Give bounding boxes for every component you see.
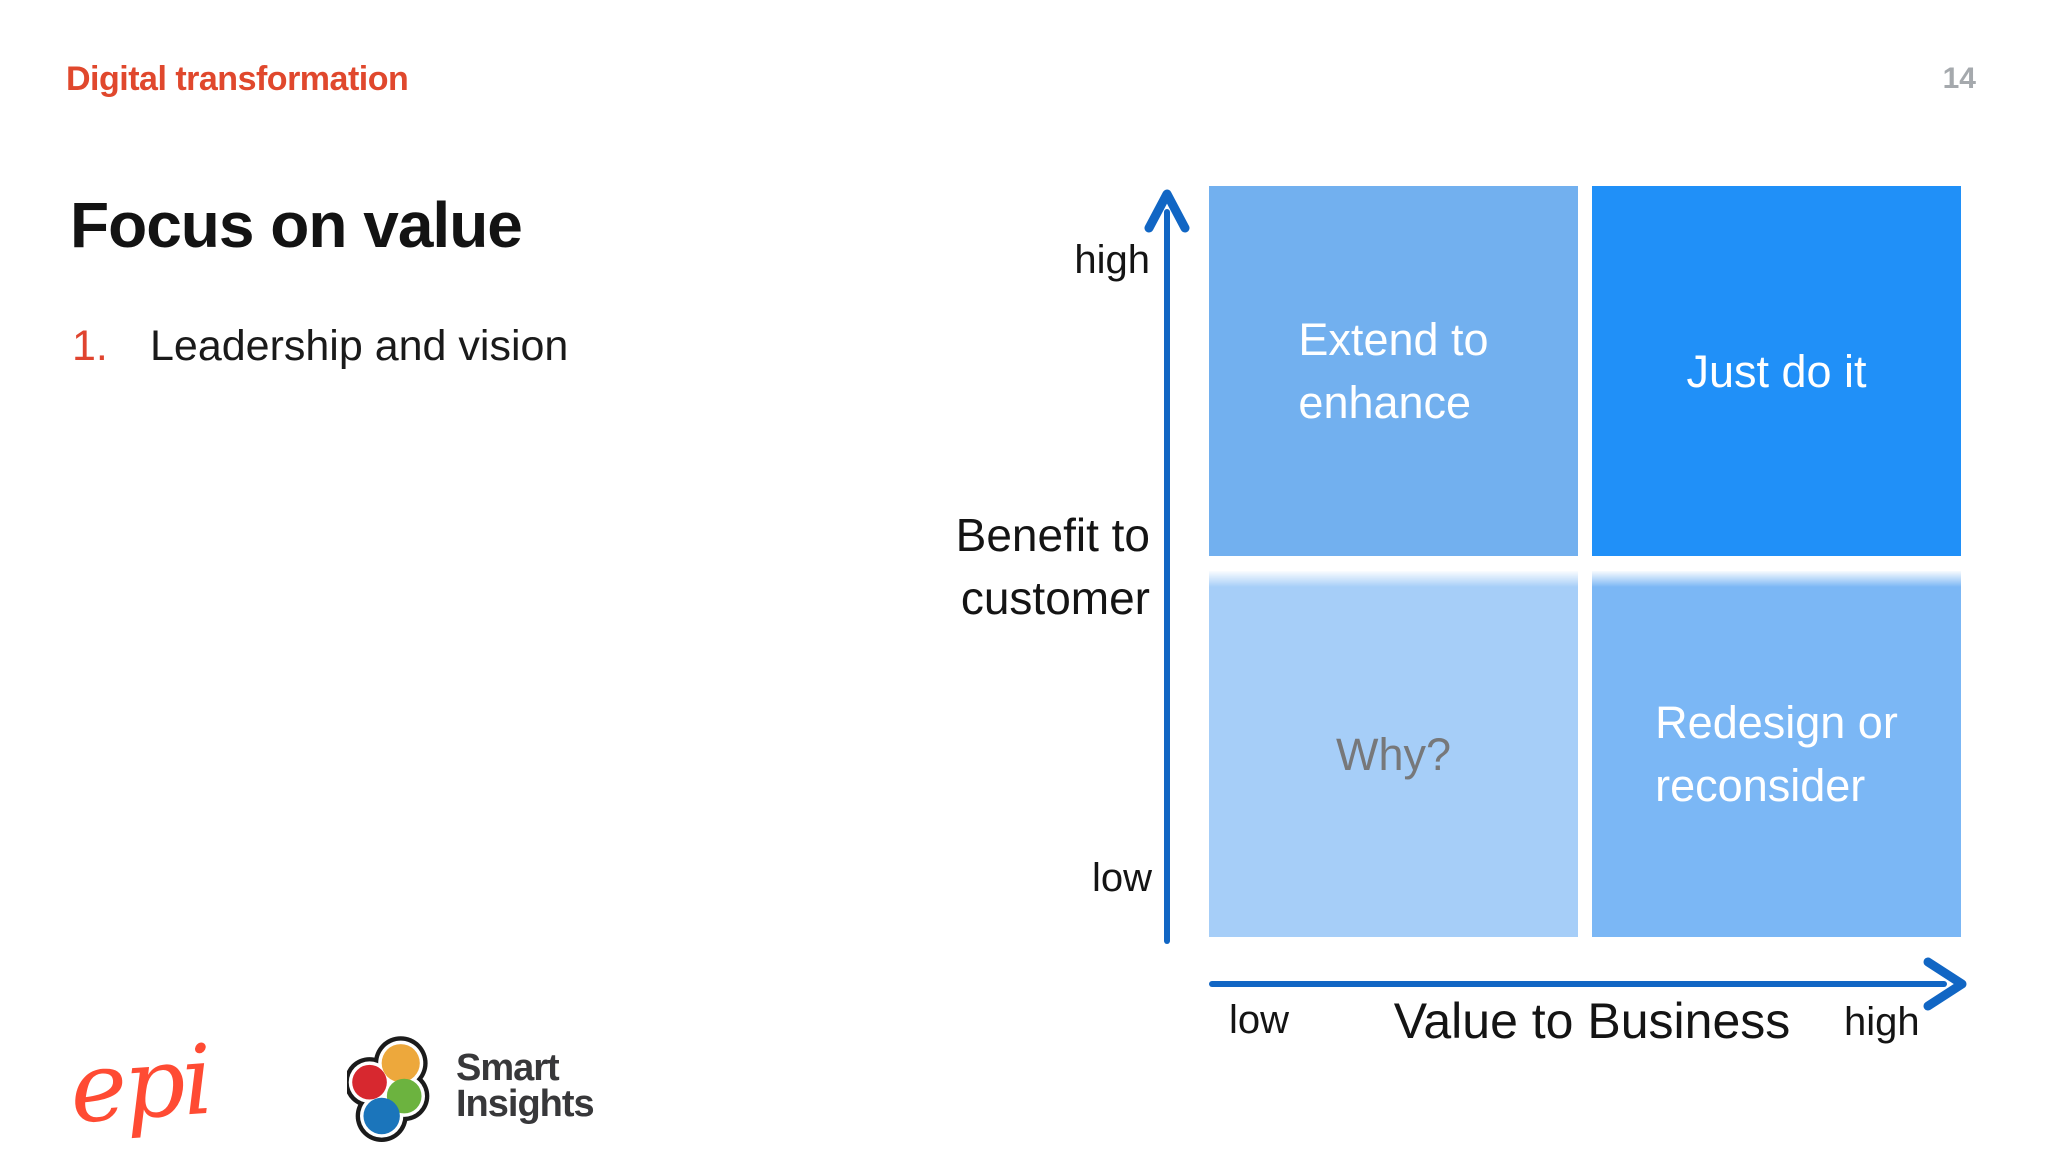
- y-axis-title: Benefit to customer: [955, 509, 1150, 624]
- list-item-text: Leadership and vision: [150, 322, 569, 370]
- x-axis-high-label: high: [1844, 1000, 1920, 1044]
- si-circle-blue: [363, 1097, 400, 1135]
- slide-category-label: Digital transformation: [66, 60, 409, 98]
- quadrant-label: Redesign or reconsider: [1655, 697, 1898, 811]
- x-axis-title: Value to Business: [1393, 993, 1791, 1049]
- numbered-list-item: 1. Leadership and vision: [72, 322, 568, 371]
- list-item-number: 1.: [72, 322, 108, 370]
- quadrant-extend-to-enhance: Extend to enhance: [1209, 186, 1578, 556]
- page-number: 14: [1942, 62, 1976, 95]
- epi-logo: epi: [66, 1024, 213, 1142]
- x-axis-arrowhead-icon: [1923, 957, 1967, 1011]
- quadrant-why: Why?: [1209, 571, 1578, 937]
- x-axis-low-label: low: [1229, 998, 1290, 1042]
- y-axis-high-label: high: [1074, 238, 1150, 282]
- quadrant-label: Extend to enhance: [1298, 314, 1489, 428]
- si-circle-red: [352, 1064, 387, 1100]
- quadrant-label: Why?: [1335, 728, 1452, 780]
- quadrant-just-do-it: Just do it: [1592, 186, 1961, 556]
- quadrant-redesign-or-reconsider: Redesign or reconsider: [1592, 571, 1961, 937]
- y-axis-low-label: low: [1091, 856, 1152, 900]
- smart-insights-wordmark: Smart Insights: [456, 1047, 595, 1126]
- quadrant-label: Just do it: [1686, 345, 1867, 397]
- si-circle-orange: [381, 1044, 420, 1083]
- epi-logo-text: epi: [66, 1024, 213, 1142]
- slide-title: Focus on value: [70, 189, 523, 261]
- y-axis-arrowhead-icon: [1144, 189, 1190, 233]
- smart-insights-logo-icon: [347, 1036, 430, 1142]
